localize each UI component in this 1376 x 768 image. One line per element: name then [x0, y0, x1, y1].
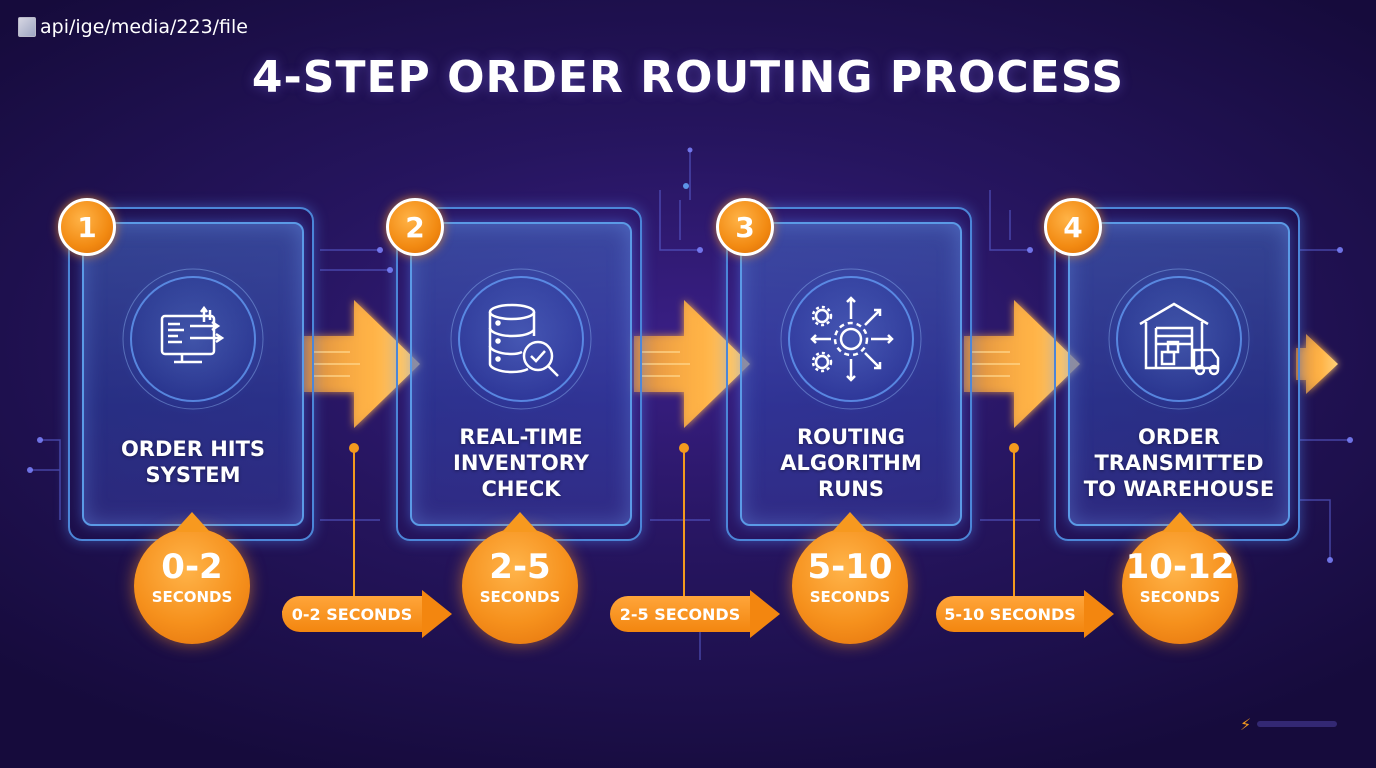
step-1-number-badge: 1: [58, 198, 116, 256]
step-1-card: ORDER HITS SYSTEM: [82, 222, 304, 526]
monitor-data-icon: [122, 268, 264, 410]
step-3-label: ROUTING ALGORITHM RUNS: [780, 425, 922, 501]
timeline-arrow-3: 5-10 SECONDS: [936, 590, 1114, 638]
step-2-card: REAL-TIME INVENTORY CHECK: [410, 222, 632, 526]
step-3-number-badge: 3: [716, 198, 774, 256]
step-4-number-badge: 4: [1044, 198, 1102, 256]
step-3-card: ROUTING ALGORITHM RUNS: [740, 222, 962, 526]
timeline-arrow-1: 0-2 SECONDS: [282, 590, 452, 638]
broken-image-icon: [18, 17, 36, 37]
step-4-card: ORDER TRANSMITTED TO WAREHOUSE: [1068, 222, 1290, 526]
flow-arrow-1: [304, 300, 420, 428]
timeline-arrow-1-head: [422, 590, 452, 638]
watermark-logo-bar: [1257, 721, 1338, 727]
timeline-arrow-2-label: 2-5 SECONDS: [610, 596, 750, 632]
brand-watermark: ⚡: [1240, 714, 1350, 734]
broken-image-alt-text: api/ige/media/223/file: [40, 16, 248, 38]
step-3-duration-value: 5-10: [807, 547, 893, 587]
timeline-arrow-2: 2-5 SECONDS: [610, 590, 780, 638]
step-4-duration-value: 10-12: [1125, 547, 1235, 587]
gears-arrows-icon: [780, 268, 922, 410]
step-1-icon-ring: [118, 264, 268, 414]
lightning-bolt-icon: ⚡: [1240, 714, 1252, 734]
page-title: 4-STEP ORDER ROUTING PROCESS: [251, 52, 1125, 103]
timeline-arrow-3-label: 5-10 SECONDS: [936, 596, 1084, 632]
flow-arrow-3: [964, 300, 1080, 428]
step-2-duration-unit: SECONDS: [479, 588, 561, 606]
step-4-duration-unit: SECONDS: [1139, 588, 1221, 606]
timeline-arrow-3-head: [1084, 590, 1114, 638]
step-2-duration-badge: 2-5 SECONDS: [462, 512, 578, 644]
flow-arrow-2: [634, 300, 750, 428]
step-4-duration-badge: 10-12 SECONDS: [1122, 512, 1238, 644]
step-2-icon-ring: [446, 264, 596, 414]
broken-image-placeholder: api/ige/media/223/file: [18, 16, 248, 38]
step-4-label: ORDER TRANSMITTED TO WAREHOUSE: [1083, 425, 1275, 501]
step-1-label: ORDER HITS SYSTEM: [120, 437, 266, 487]
step-1-duration-value: 0-2: [161, 547, 223, 587]
timeline-arrow-1-label: 0-2 SECONDS: [282, 596, 422, 632]
warehouse-truck-icon: [1108, 268, 1250, 410]
step-2-duration-value: 2-5: [489, 547, 551, 587]
step-1-duration-unit: SECONDS: [151, 588, 233, 606]
flow-arrow-4: [1296, 334, 1338, 394]
step-4-icon-ring: [1104, 264, 1254, 414]
timeline-arrow-2-head: [750, 590, 780, 638]
step-3-duration-badge: 5-10 SECONDS: [792, 512, 908, 644]
step-2-label: REAL-TIME INVENTORY CHECK: [453, 425, 589, 501]
step-3-duration-unit: SECONDS: [809, 588, 891, 606]
database-search-icon: [450, 268, 592, 410]
step-3-icon-ring: [776, 264, 926, 414]
step-1-duration-badge: 0-2 SECONDS: [134, 512, 250, 644]
step-2-number-badge: 2: [386, 198, 444, 256]
